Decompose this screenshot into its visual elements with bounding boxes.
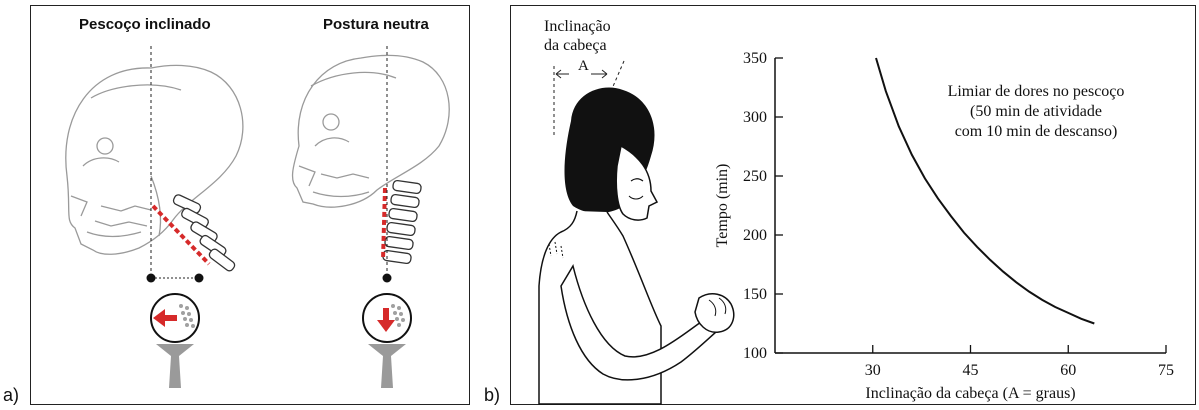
x-tick-label: 75 <box>1158 362 1174 379</box>
y-tick-label: 200 <box>743 227 767 244</box>
panel-label-b: b) <box>484 385 500 406</box>
tilted-tee-stand <box>156 344 194 388</box>
legend-line-1: Limiar de dores no pescoço <box>948 83 1125 100</box>
x-tick-label: 30 <box>865 362 881 379</box>
panel-a-head-posture-illustration: Pescoço inclinado Postura neutra <box>30 5 470 405</box>
y-tick-label: 300 <box>743 109 767 126</box>
tilted-dot-left <box>147 274 156 283</box>
panel-label-a: a) <box>3 385 19 406</box>
y-axis-label: Tempo (min) <box>714 164 731 248</box>
x-tick-label: 60 <box>1060 362 1076 379</box>
neutral-cervical-spine <box>382 180 421 264</box>
neutral-tee-stand <box>368 344 406 388</box>
x-axis-label: Inclinação da cabeça (A = graus) <box>865 385 1075 402</box>
y-tick-label: 350 <box>743 50 767 67</box>
y-tick-label: 250 <box>743 168 767 185</box>
legend-line-3: com 10 min de descanso) <box>955 123 1118 140</box>
neutral-neck-red-line <box>383 188 385 260</box>
y-tick-label: 100 <box>743 345 767 362</box>
legend-line-2: (50 min de atividade <box>970 103 1102 120</box>
y-tick-label: 150 <box>743 286 767 303</box>
neutral-skull-illustration <box>293 55 450 207</box>
neutral-dot <box>383 274 392 283</box>
tilted-dot-right <box>195 274 204 283</box>
x-tick-label: 45 <box>963 362 979 379</box>
tilted-skull-illustration <box>66 65 243 254</box>
posture-drawing <box>31 6 471 406</box>
